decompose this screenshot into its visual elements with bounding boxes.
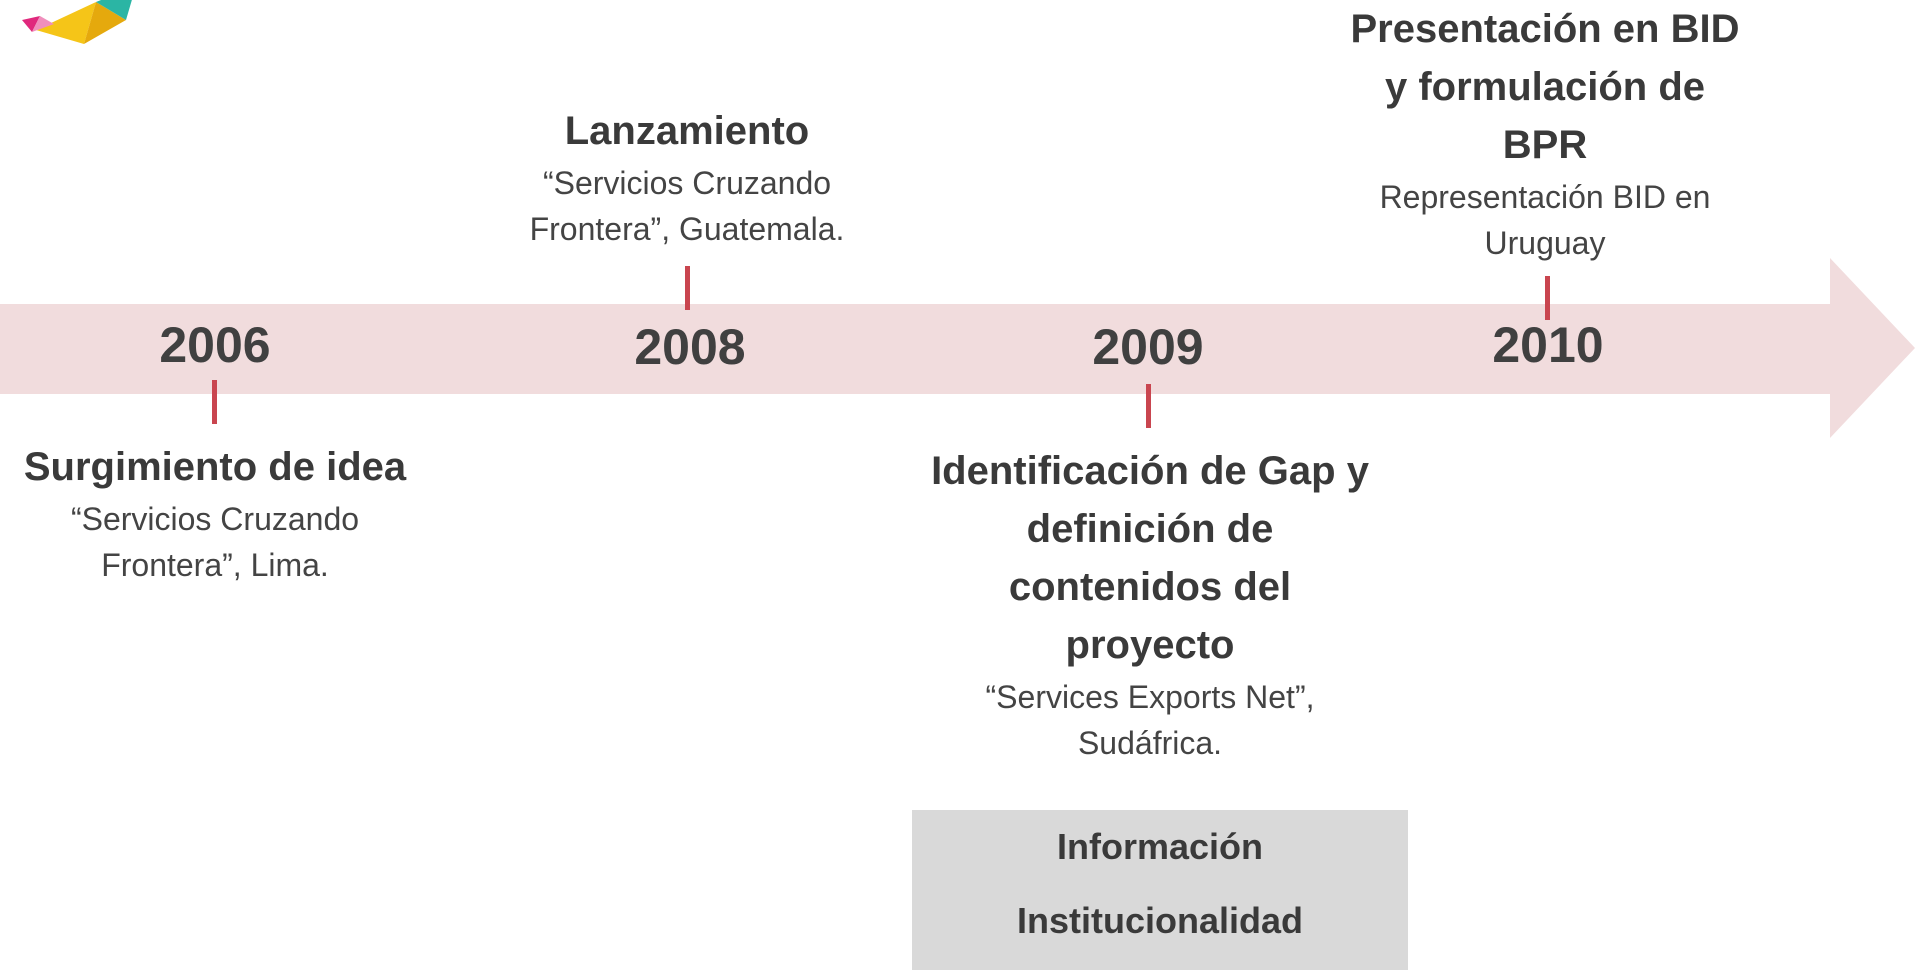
info-item-informacion: Información [1056,826,1263,867]
info-item-institucionalidad: Institucionalidad [1016,900,1303,941]
event-title: Identificación de Gap y definición de co… [931,449,1369,667]
event-title: Lanzamiento [564,109,810,153]
year-2010: 2010 [1492,317,1604,373]
event-2010: Presentación en BID y formulación de BPR… [1335,0,1755,266]
event-title: Presentación en BID y formulación de BPR [1350,7,1740,167]
year-2009: 2009 [1092,319,1204,375]
tick-2006 [212,380,217,424]
event-desc: “Services Exports Net”, Sudáfrica. [985,679,1315,761]
tick-2008 [685,266,690,310]
event-desc: “Servicios Cruzando Frontera”, Guatemala… [529,165,845,247]
tick-2009 [1146,384,1151,428]
event-2006: Surgimiento de idea “Servicios Cruzando … [0,438,430,588]
event-2009: Identificación de Gap y definición de co… [920,442,1380,766]
info-box: Información Institucionalidad [912,810,1408,970]
event-title: Surgimiento de idea [23,445,407,489]
tick-2010 [1545,276,1550,320]
timeline-band [0,258,1915,438]
timeline-arrow [0,258,1915,438]
folded-paper-logo-icon [22,0,132,44]
event-desc: Representación BID en Uruguay [1379,179,1711,261]
year-2006: 2006 [159,317,271,373]
event-2008: Lanzamiento “Servicios Cruzando Frontera… [487,102,887,252]
event-desc: “Servicios Cruzando Frontera”, Lima. [70,501,360,583]
year-2008: 2008 [634,319,746,375]
